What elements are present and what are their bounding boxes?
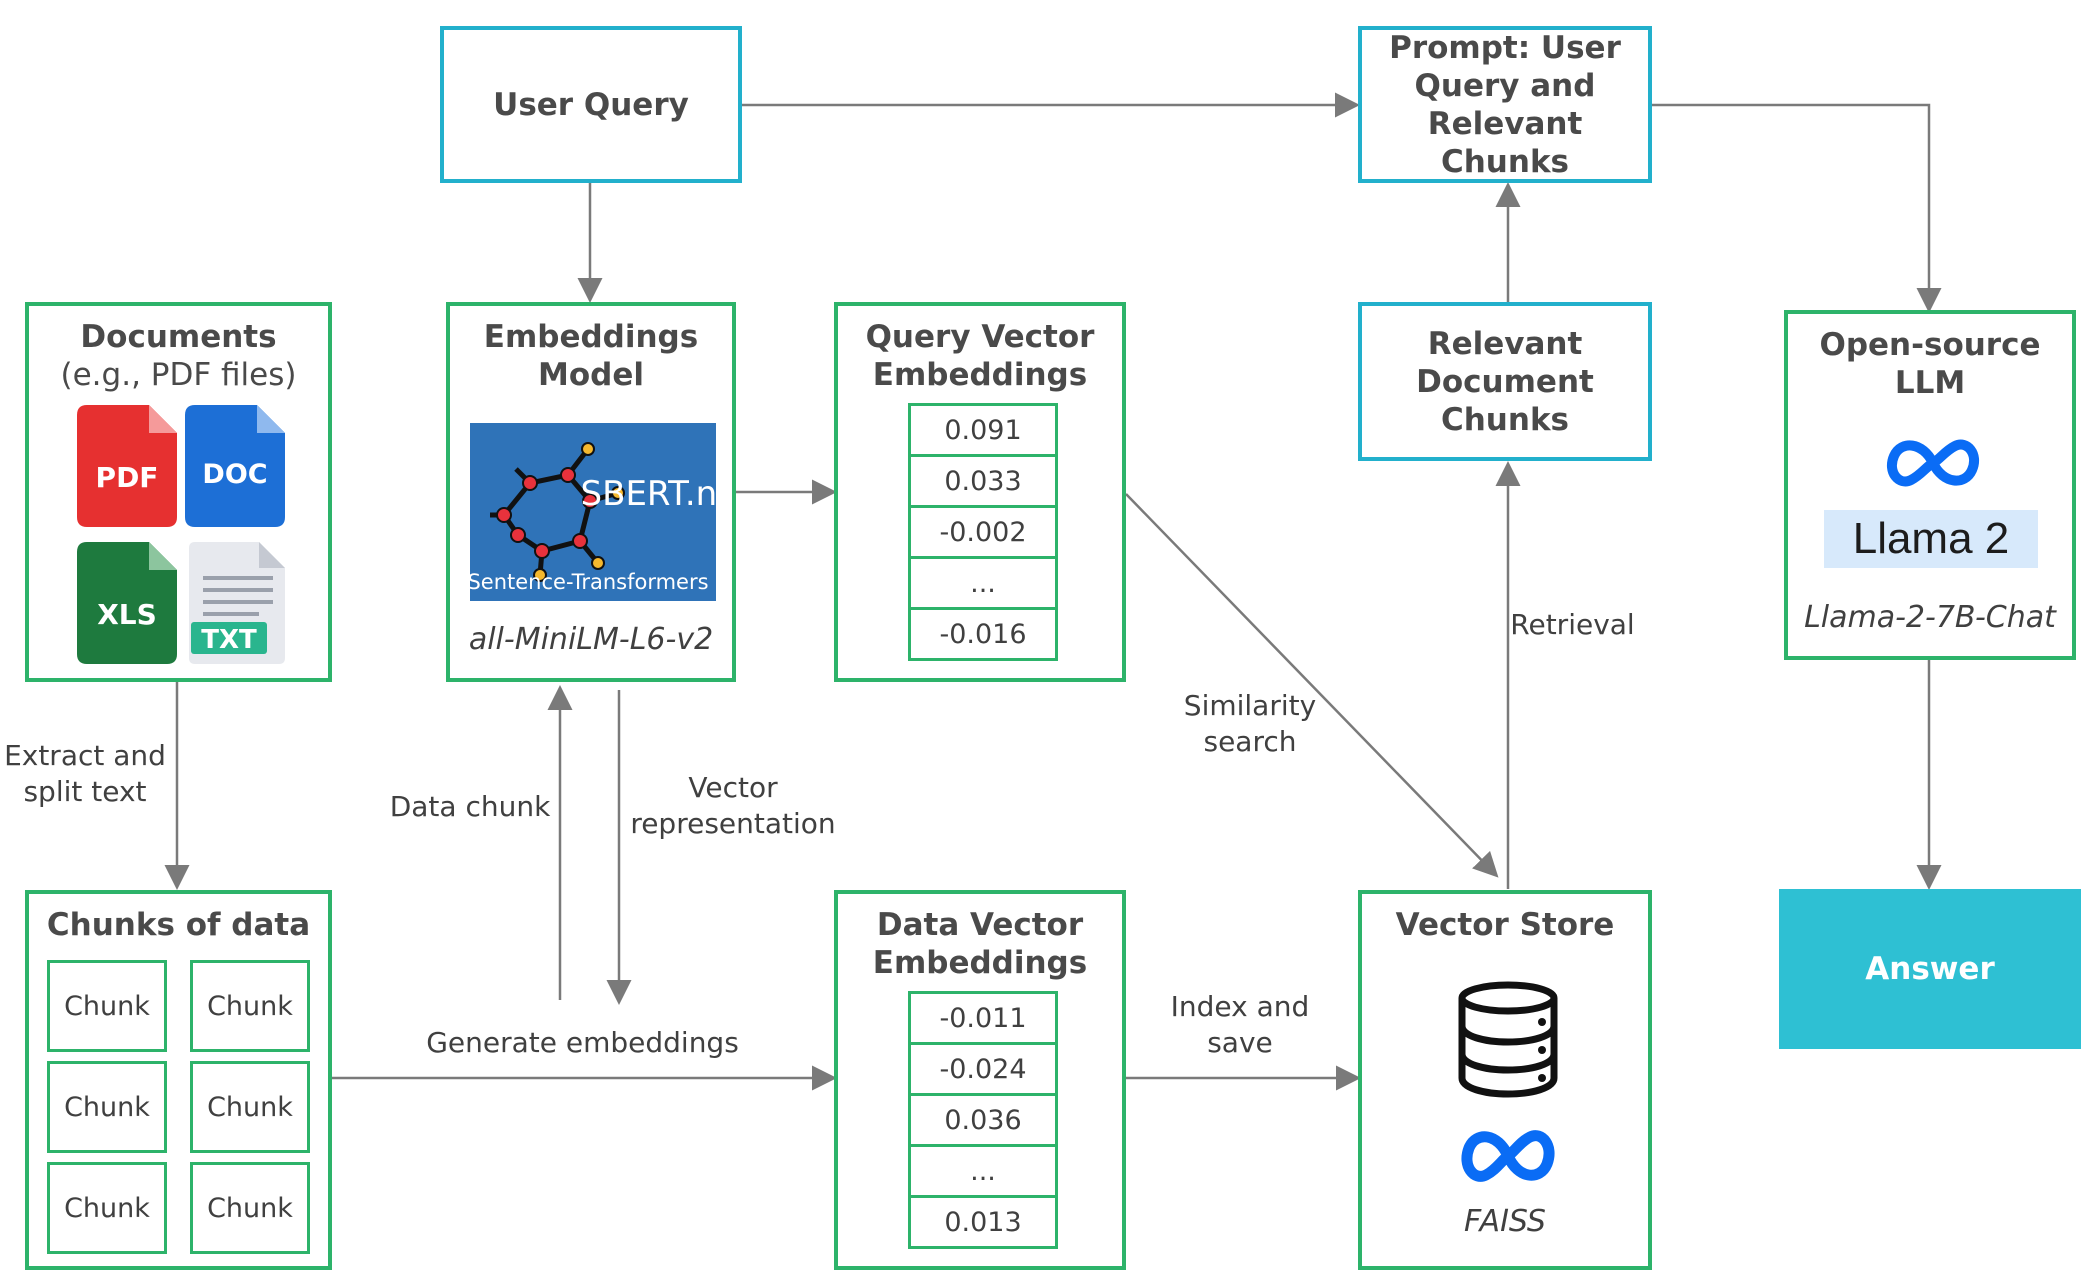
data-vector-title-2: Embeddings (872, 945, 1088, 981)
query-vector-cell: -0.002 (908, 505, 1058, 559)
data-vector-cell: ... (908, 1144, 1058, 1198)
data-vector-node: Data Vector Embeddings -0.011 -0.024 0.0… (834, 890, 1126, 1270)
query-vector-cell: ... (908, 556, 1058, 610)
doc-file-label: DOC (202, 459, 267, 490)
answer-label: Answer (1865, 951, 1995, 987)
edge-label-generate: Generate embeddings (426, 1026, 739, 1059)
vector-store-node: Vector Store FAISS (1358, 890, 1652, 1270)
user-query-node: User Query (440, 26, 742, 183)
txt-file-label: TXT (201, 625, 257, 655)
chunks-node: Chunks of data Chunk Chunk Chunk Chunk C… (25, 890, 332, 1270)
user-query-label: User Query (493, 86, 689, 123)
chunks-title: Chunks of data (46, 907, 311, 943)
doc-file-icon: DOC (185, 405, 285, 527)
chunk-item: Chunk (47, 960, 167, 1052)
llm-node: Open-source LLM Llama 2 Llama-2-7B-Chat (1784, 310, 2076, 660)
edge-label-extract: Extract and split text (0, 738, 170, 810)
embeddings-model-title-2: Model (538, 357, 644, 393)
pdf-file-icon: PDF (77, 405, 177, 527)
documents-subtitle: (e.g., PDF files) (60, 357, 297, 393)
xls-file-icon: XLS (77, 542, 177, 664)
edge-label-vector-repr-line-2: representation (630, 807, 836, 840)
edge-label-data-chunk: Data chunk (389, 790, 551, 823)
embeddings-model-node: Embeddings Model SBERT.net (446, 302, 736, 682)
relevant-chunks-node: Relevant Document Chunks (1358, 302, 1652, 461)
arrow-similarity-search (1125, 493, 1499, 878)
llm-title-1: Open-source (1819, 327, 2041, 363)
data-vector-cell: -0.011 (908, 991, 1058, 1045)
edge-label-similarity: Similarity search (1175, 688, 1325, 760)
prompt-node: Prompt: User Query and Relevant Chunks (1358, 26, 1652, 183)
edge-label-retrieval: Retrieval (1510, 608, 1635, 641)
llm-model-name: Llama-2-7B-Chat (1804, 600, 2056, 635)
txt-file-icon: TXT (189, 542, 285, 664)
llama-logo: Llama 2 (1824, 510, 2038, 568)
query-vector-node: Query Vector Embeddings 0.091 0.033 -0.0… (834, 302, 1126, 682)
query-vector-title-1: Query Vector (865, 319, 1095, 355)
sbert-name: SBERT.net (581, 474, 716, 514)
llama-logo-text: Llama 2 (1852, 514, 2010, 563)
embeddings-model-name: all-MiniLM-L6-v2 (468, 622, 714, 657)
edge-label-vector-repr: Vector representation (628, 770, 838, 842)
answer-node: Answer (1779, 889, 2081, 1049)
prompt-line-4: Chunks (1440, 143, 1570, 180)
query-vector-title-2: Embeddings (872, 357, 1088, 393)
meta-logo-icon (1461, 1130, 1555, 1182)
chunk-item: Chunk (190, 960, 310, 1052)
xls-file-label: XLS (97, 598, 157, 631)
edge-label-vector-repr-line-1: Vector (688, 771, 778, 804)
prompt-line-1: Prompt: User (1389, 29, 1621, 66)
chunk-item: Chunk (190, 1061, 310, 1153)
edge-label-similarity-line-1: Similarity (1183, 689, 1317, 722)
relevant-chunks-line-2: Document (1416, 363, 1594, 400)
edge-label-extract-line-1: Extract and (4, 739, 166, 772)
edge-label-index-save-line-1: Index and (1170, 990, 1310, 1023)
arrow-prompt-to-llm (1651, 103, 1942, 313)
edge-label-similarity-line-2: search (1203, 725, 1297, 758)
prompt-line-2: Query and (1414, 67, 1596, 104)
edge-label-index-save: Index and save (1165, 989, 1315, 1061)
data-vector-title-1: Data Vector (876, 907, 1084, 943)
documents-node: Documents (e.g., PDF files) PDF DOC XLS (25, 302, 332, 682)
relevant-chunks-line-3: Chunks (1440, 401, 1570, 438)
data-vector-cell: 0.013 (908, 1195, 1058, 1249)
chunk-item: Chunk (47, 1162, 167, 1254)
prompt-line-3: Relevant (1427, 105, 1583, 142)
query-vector-cell: 0.091 (908, 403, 1058, 457)
edge-label-extract-line-2: split text (23, 775, 147, 808)
query-vector-cell: 0.033 (908, 454, 1058, 508)
relevant-chunks-line-1: Relevant (1427, 325, 1583, 362)
data-vector-cell: -0.024 (908, 1042, 1058, 1096)
llm-title-2: LLM (1894, 365, 1966, 401)
sbert-subtitle: Sentence-Transformers (470, 570, 709, 594)
sbert-logo: SBERT.net Sentence-Transformers (470, 423, 716, 601)
edge-label-index-save-line-2: save (1207, 1026, 1273, 1059)
chunk-item: Chunk (190, 1162, 310, 1254)
database-icon (1458, 981, 1558, 1098)
embeddings-model-title-1: Embeddings (483, 319, 699, 355)
documents-title: Documents (80, 319, 277, 355)
meta-logo-icon (1887, 439, 1979, 487)
data-vector-cell: 0.036 (908, 1093, 1058, 1147)
vector-store-title: Vector Store (1395, 907, 1615, 943)
chunk-item: Chunk (47, 1061, 167, 1153)
vector-store-name: FAISS (1464, 1204, 1546, 1239)
pdf-file-label: PDF (96, 461, 159, 494)
query-vector-cell: -0.016 (908, 607, 1058, 661)
